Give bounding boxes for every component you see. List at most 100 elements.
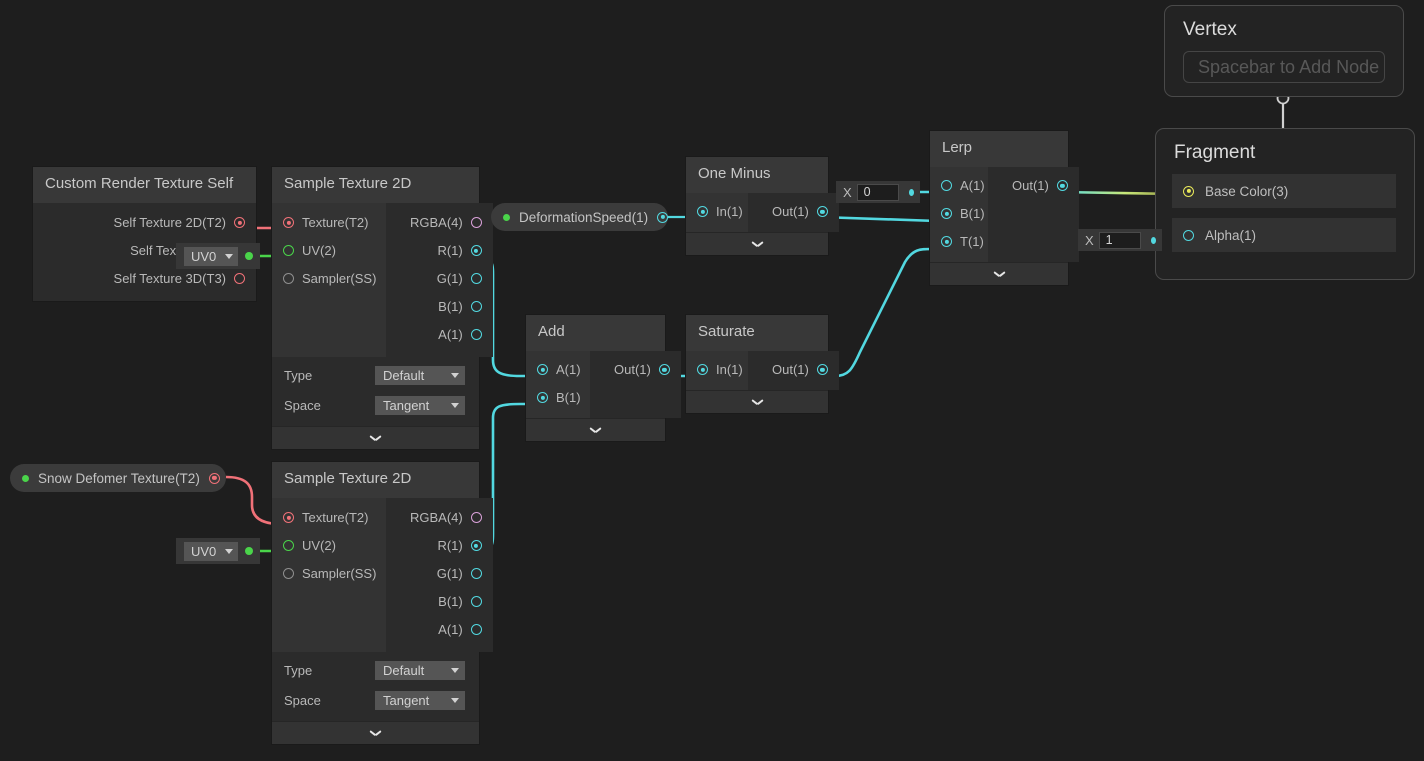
- port-dot-cyan-icon[interactable]: [941, 180, 952, 191]
- uv-output-dot-icon[interactable]: [245, 547, 253, 555]
- port-dot-cyan-icon[interactable]: [816, 364, 828, 375]
- value-widget-lerp-a[interactable]: X 0: [836, 181, 920, 203]
- port-in[interactable]: In(1): [686, 356, 748, 384]
- port-dot-green-icon[interactable]: [283, 245, 294, 256]
- port-dot-green-icon[interactable]: [283, 540, 294, 551]
- port-dot-cyan-icon[interactable]: [537, 392, 548, 403]
- node-sample-texture-2d-top[interactable]: Sample Texture 2D Texture(T2) UV(2) Samp…: [272, 167, 493, 449]
- port-dot-cyan-icon[interactable]: [470, 301, 482, 312]
- uv-widget-top[interactable]: UV0: [176, 243, 260, 269]
- port-dot-pink-icon[interactable]: [470, 217, 482, 228]
- port-a-out[interactable]: A(1): [414, 321, 493, 349]
- port-dot-cyan-icon[interactable]: [941, 208, 952, 219]
- alpha-value-input[interactable]: 1: [1098, 231, 1141, 249]
- port-dot-cyan-icon[interactable]: [537, 364, 548, 375]
- space-dropdown[interactable]: Tangent: [375, 395, 465, 415]
- port-t-in[interactable]: T(1): [930, 228, 988, 256]
- value-output-dot-icon[interactable]: [908, 188, 914, 196]
- node-collapse-toggle[interactable]: [526, 417, 665, 441]
- uv-dropdown-top[interactable]: UV0: [184, 246, 239, 266]
- node-sample-texture-2d-bottom[interactable]: Sample Texture 2D Texture(T2) UV(2) Samp…: [272, 462, 493, 744]
- port-g-out[interactable]: G(1): [413, 265, 493, 293]
- master-node-vertex[interactable]: Vertex Spacebar to Add Node: [1164, 5, 1404, 97]
- setting-type[interactable]: Type Default: [272, 363, 479, 388]
- value-output-dot-icon[interactable]: [1150, 236, 1156, 244]
- port-g-out[interactable]: G(1): [413, 560, 493, 588]
- port-rgba-out[interactable]: RGBA(4): [386, 209, 493, 237]
- port-dot-cyan-icon[interactable]: [1056, 180, 1068, 191]
- port-dot-cyan-icon[interactable]: [470, 273, 482, 284]
- port-b-in[interactable]: B(1): [526, 384, 590, 412]
- port-sampler-in[interactable]: Sampler(SS): [272, 265, 386, 293]
- port-dot-cyan-icon[interactable]: [1183, 229, 1194, 241]
- port-dot-grey-icon[interactable]: [283, 568, 294, 579]
- setting-space[interactable]: Space Tangent: [272, 393, 479, 418]
- port-r-out[interactable]: R(1): [413, 237, 492, 265]
- port-out[interactable]: Out(1): [748, 198, 839, 226]
- port-dot-cyan-icon[interactable]: [657, 211, 669, 223]
- node-saturate[interactable]: Saturate In(1) Out(1): [686, 315, 839, 413]
- type-dropdown[interactable]: Default: [375, 365, 465, 385]
- port-dot-pink-icon[interactable]: [470, 512, 482, 523]
- port-dot-cyan-icon[interactable]: [470, 540, 482, 551]
- port-a-out[interactable]: A(1): [414, 616, 493, 644]
- type-dropdown[interactable]: Default: [375, 660, 465, 680]
- uv-output-dot-icon[interactable]: [245, 252, 253, 260]
- space-dropdown[interactable]: Tangent: [375, 690, 465, 710]
- port-out[interactable]: Out(1): [590, 356, 681, 384]
- uv-dropdown-bottom[interactable]: UV0: [184, 541, 239, 561]
- port-uv-in[interactable]: UV(2): [272, 532, 386, 560]
- port-self-texture-2d[interactable]: Self Texture 2D(T2): [90, 209, 256, 237]
- port-texture-in[interactable]: Texture(T2): [272, 504, 386, 532]
- port-dot-cyan-icon[interactable]: [941, 236, 952, 247]
- port-dot-red-icon[interactable]: [234, 217, 245, 228]
- node-collapse-toggle[interactable]: [272, 425, 479, 449]
- value-widget-fragment-alpha[interactable]: X 1: [1078, 229, 1162, 251]
- port-b-out[interactable]: B(1): [414, 588, 493, 616]
- port-out[interactable]: Out(1): [988, 172, 1079, 200]
- property-node-snow-deformer-texture[interactable]: Snow Defomer Texture(T2): [10, 464, 226, 492]
- vertex-add-node-hint[interactable]: Spacebar to Add Node: [1183, 51, 1385, 83]
- node-collapse-toggle[interactable]: [686, 389, 828, 413]
- node-lerp[interactable]: Lerp A(1) B(1) T(1) Out(1): [930, 131, 1079, 285]
- node-collapse-toggle[interactable]: [686, 231, 828, 255]
- port-dot-cyan-icon[interactable]: [658, 364, 670, 375]
- port-dot-cyan-icon[interactable]: [470, 596, 482, 607]
- fragment-slot-base-color[interactable]: Base Color(3): [1172, 174, 1396, 208]
- setting-space[interactable]: Space Tangent: [272, 688, 479, 713]
- port-b-in[interactable]: B(1): [930, 200, 988, 228]
- property-node-deformation-speed[interactable]: DeformationSpeed(1): [491, 203, 669, 231]
- port-rgba-out[interactable]: RGBA(4): [386, 504, 493, 532]
- node-collapse-toggle[interactable]: [272, 720, 479, 744]
- port-a-in[interactable]: A(1): [526, 356, 590, 384]
- node-collapse-toggle[interactable]: [930, 261, 1068, 285]
- port-dot-cyan-icon[interactable]: [470, 568, 482, 579]
- port-texture-in[interactable]: Texture(T2): [272, 209, 386, 237]
- port-self-texture-3d[interactable]: Self Texture 3D(T3): [90, 265, 256, 293]
- port-dot-cyan-icon[interactable]: [470, 245, 482, 256]
- port-b-out[interactable]: B(1): [414, 293, 493, 321]
- port-dot-yellow-icon[interactable]: [1183, 185, 1194, 197]
- setting-type[interactable]: Type Default: [272, 658, 479, 683]
- port-in[interactable]: In(1): [686, 198, 748, 226]
- port-dot-cyan-icon[interactable]: [697, 364, 708, 375]
- port-out[interactable]: Out(1): [748, 356, 839, 384]
- port-dot-red-icon[interactable]: [283, 512, 294, 523]
- port-uv-in[interactable]: UV(2): [272, 237, 386, 265]
- port-dot-grey-icon[interactable]: [283, 273, 294, 284]
- node-one-minus[interactable]: One Minus In(1) Out(1): [686, 157, 839, 255]
- port-dot-cyan-icon[interactable]: [697, 206, 708, 217]
- uv-widget-bottom[interactable]: UV0: [176, 538, 260, 564]
- lerp-a-value-input[interactable]: 0: [856, 183, 899, 201]
- port-a-in[interactable]: A(1): [930, 172, 988, 200]
- master-node-fragment[interactable]: Fragment Base Color(3) Alpha(1): [1155, 128, 1415, 280]
- port-dot-red-icon[interactable]: [234, 273, 245, 284]
- port-dot-red-icon[interactable]: [283, 217, 294, 228]
- node-custom-render-texture-self[interactable]: Custom Render Texture Self Self Texture …: [33, 167, 256, 301]
- port-dot-cyan-icon[interactable]: [470, 329, 482, 340]
- port-sampler-in[interactable]: Sampler(SS): [272, 560, 386, 588]
- node-add[interactable]: Add A(1) B(1) Out(1): [526, 315, 681, 441]
- port-dot-cyan-icon[interactable]: [816, 206, 828, 217]
- port-dot-red-icon[interactable]: [208, 472, 220, 484]
